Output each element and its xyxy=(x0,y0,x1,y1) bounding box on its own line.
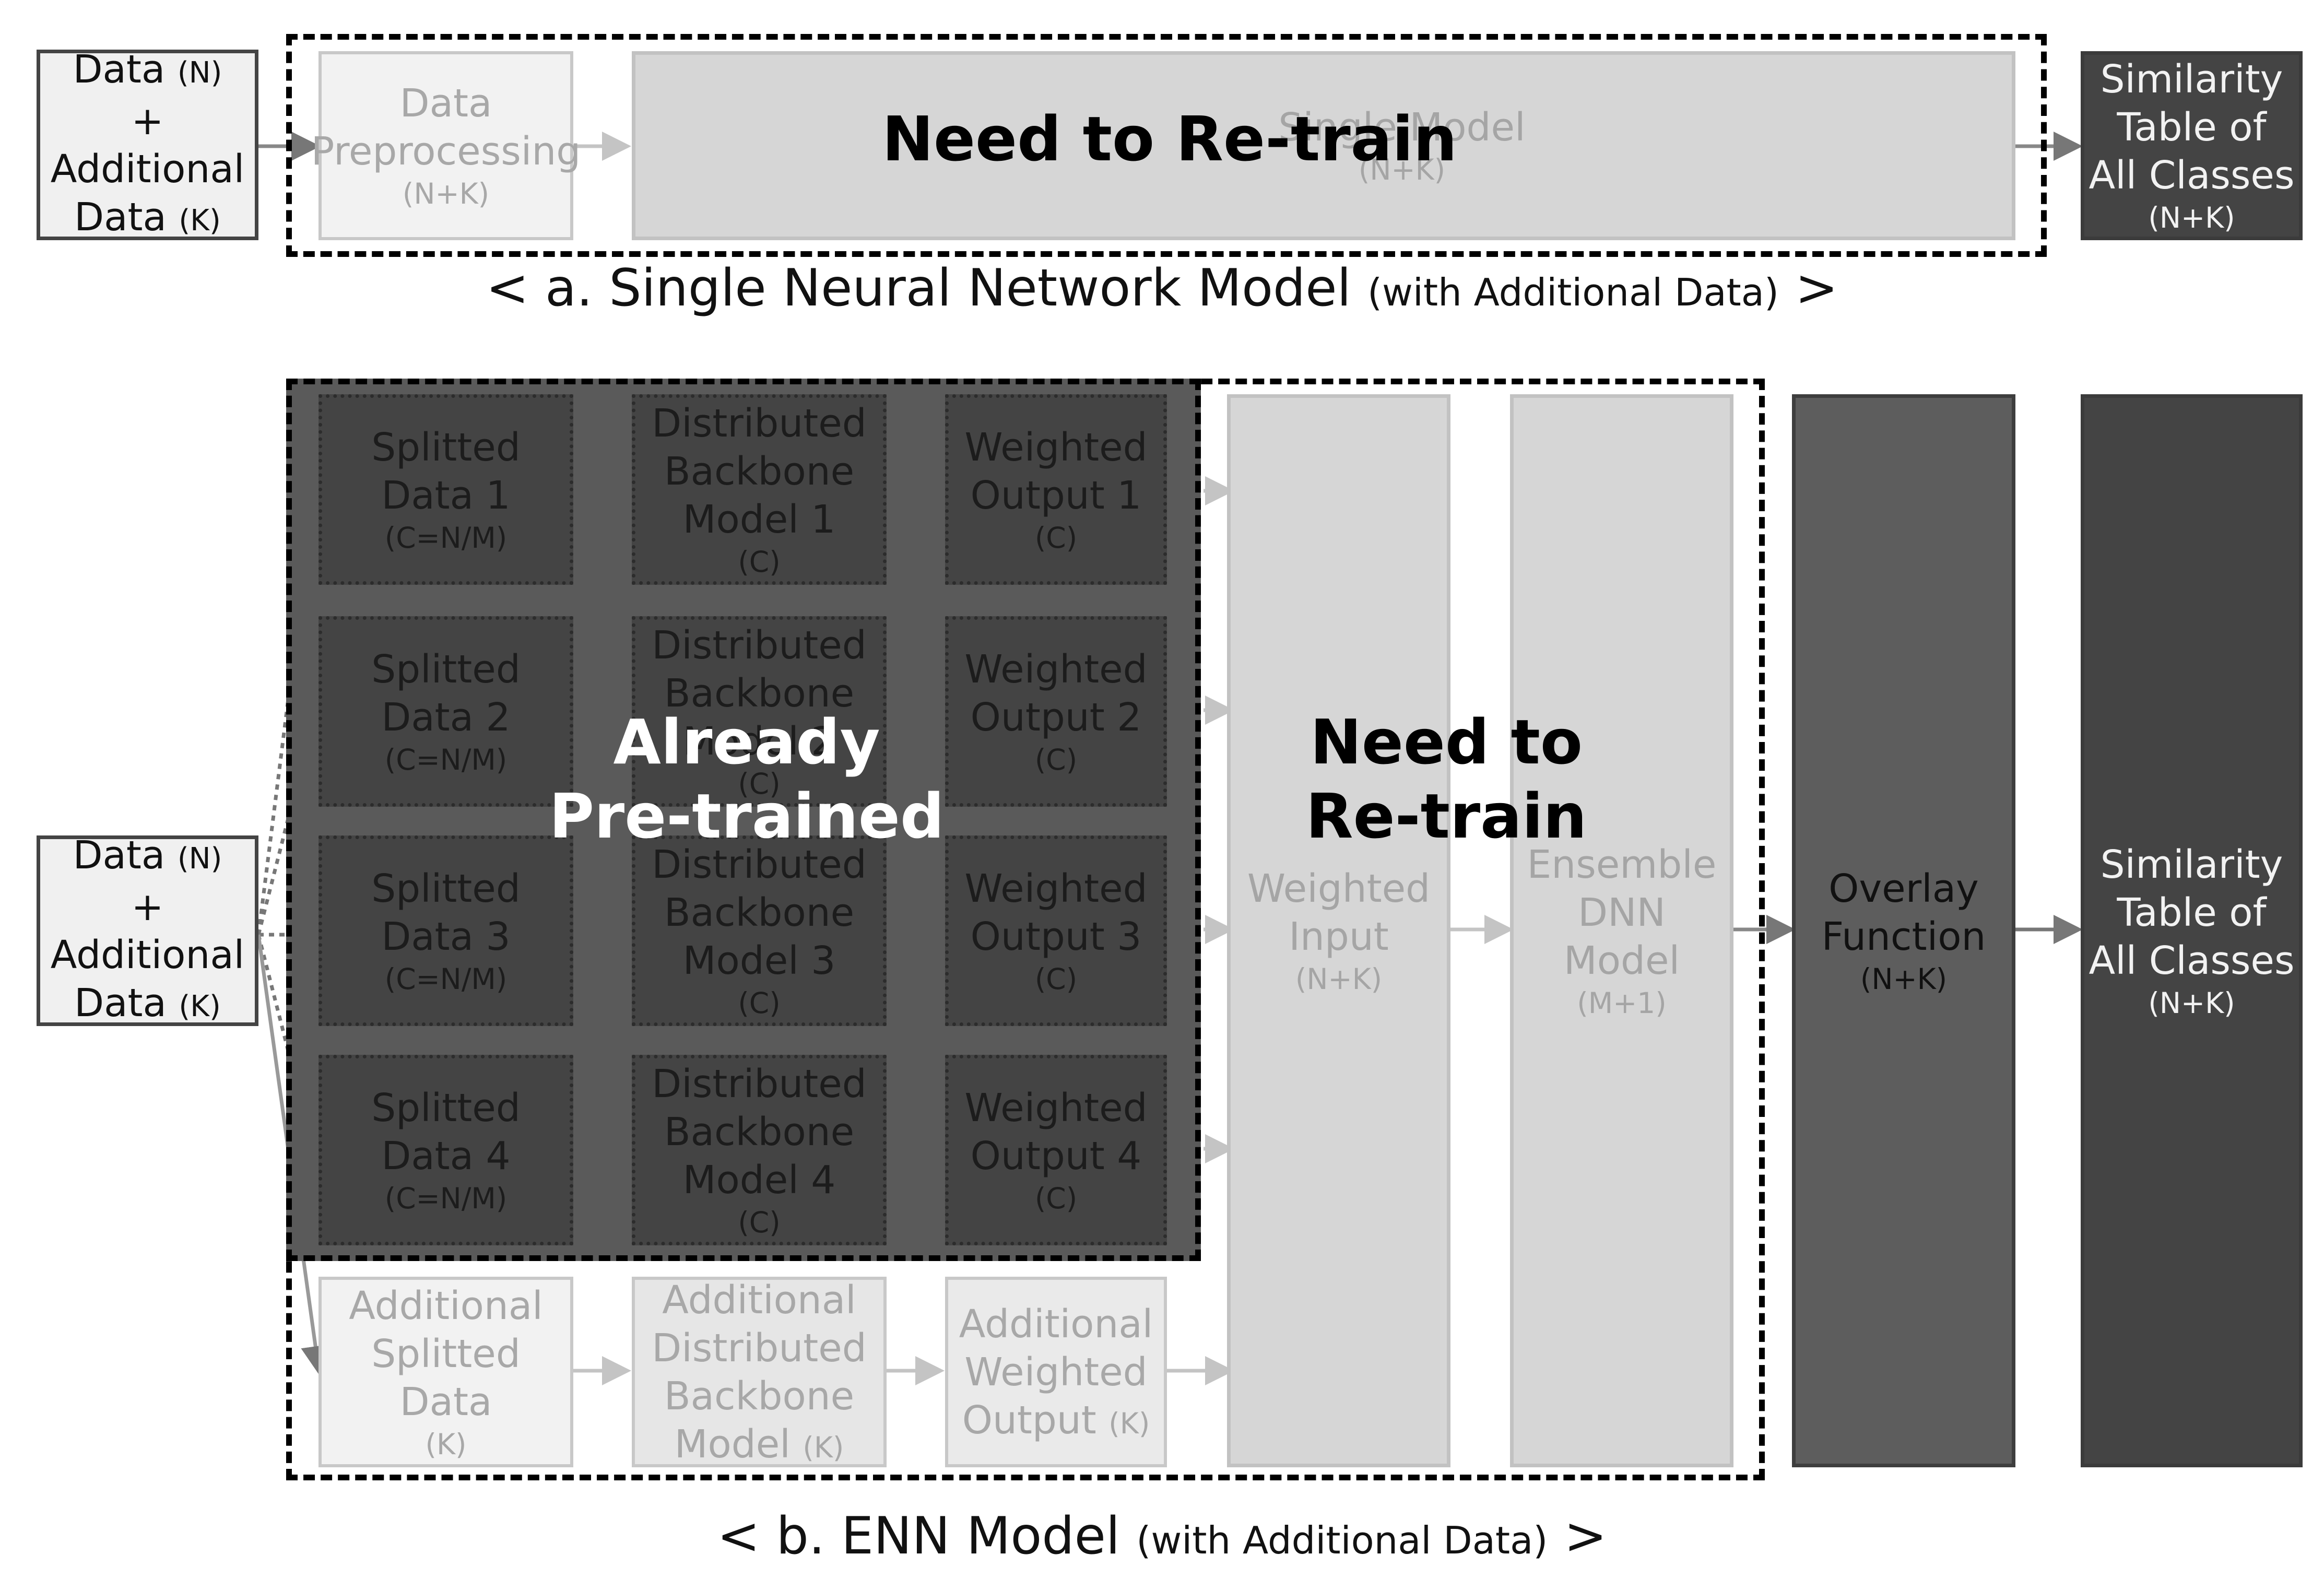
input-data-box-b: Data (N) + Additional Data (K) xyxy=(37,833,258,1026)
input-data-box-a: Data (N) + Additional Data (K) xyxy=(37,47,258,240)
preprocessing-box: Data Preprocessing (N+K) xyxy=(311,51,581,240)
similarity-table-b: Similarity Table of All Classes (N+K) xyxy=(2081,394,2303,1467)
similarity-table-a: Similarity Table of All Classes (N+K) xyxy=(2081,51,2303,240)
need-retrain-label-b: Need to Re-train xyxy=(1305,706,1587,852)
retrain-region-a xyxy=(286,34,2047,257)
already-pretrained-label: Already Pre-trained xyxy=(549,706,945,852)
caption-b: < b. ENN Model (with Additional Data) > xyxy=(717,1506,1607,1566)
need-retrain-label-a: Need to Re-train xyxy=(882,103,1457,175)
single-model-box: Single Model (N+K) xyxy=(632,51,2015,240)
section-b-weighted-to-input xyxy=(1204,476,1234,1163)
overlay-function-box: Overlay Function (N+K) xyxy=(1792,394,2015,1467)
ensemble-dnn-model-box: Ensemble DNN Model (M+1) xyxy=(1510,394,1733,1467)
caption-a: < a. Single Neural Network Model (with A… xyxy=(486,258,1838,318)
weighted-input-box: Weighted Input (N+K) xyxy=(1227,394,1450,1467)
